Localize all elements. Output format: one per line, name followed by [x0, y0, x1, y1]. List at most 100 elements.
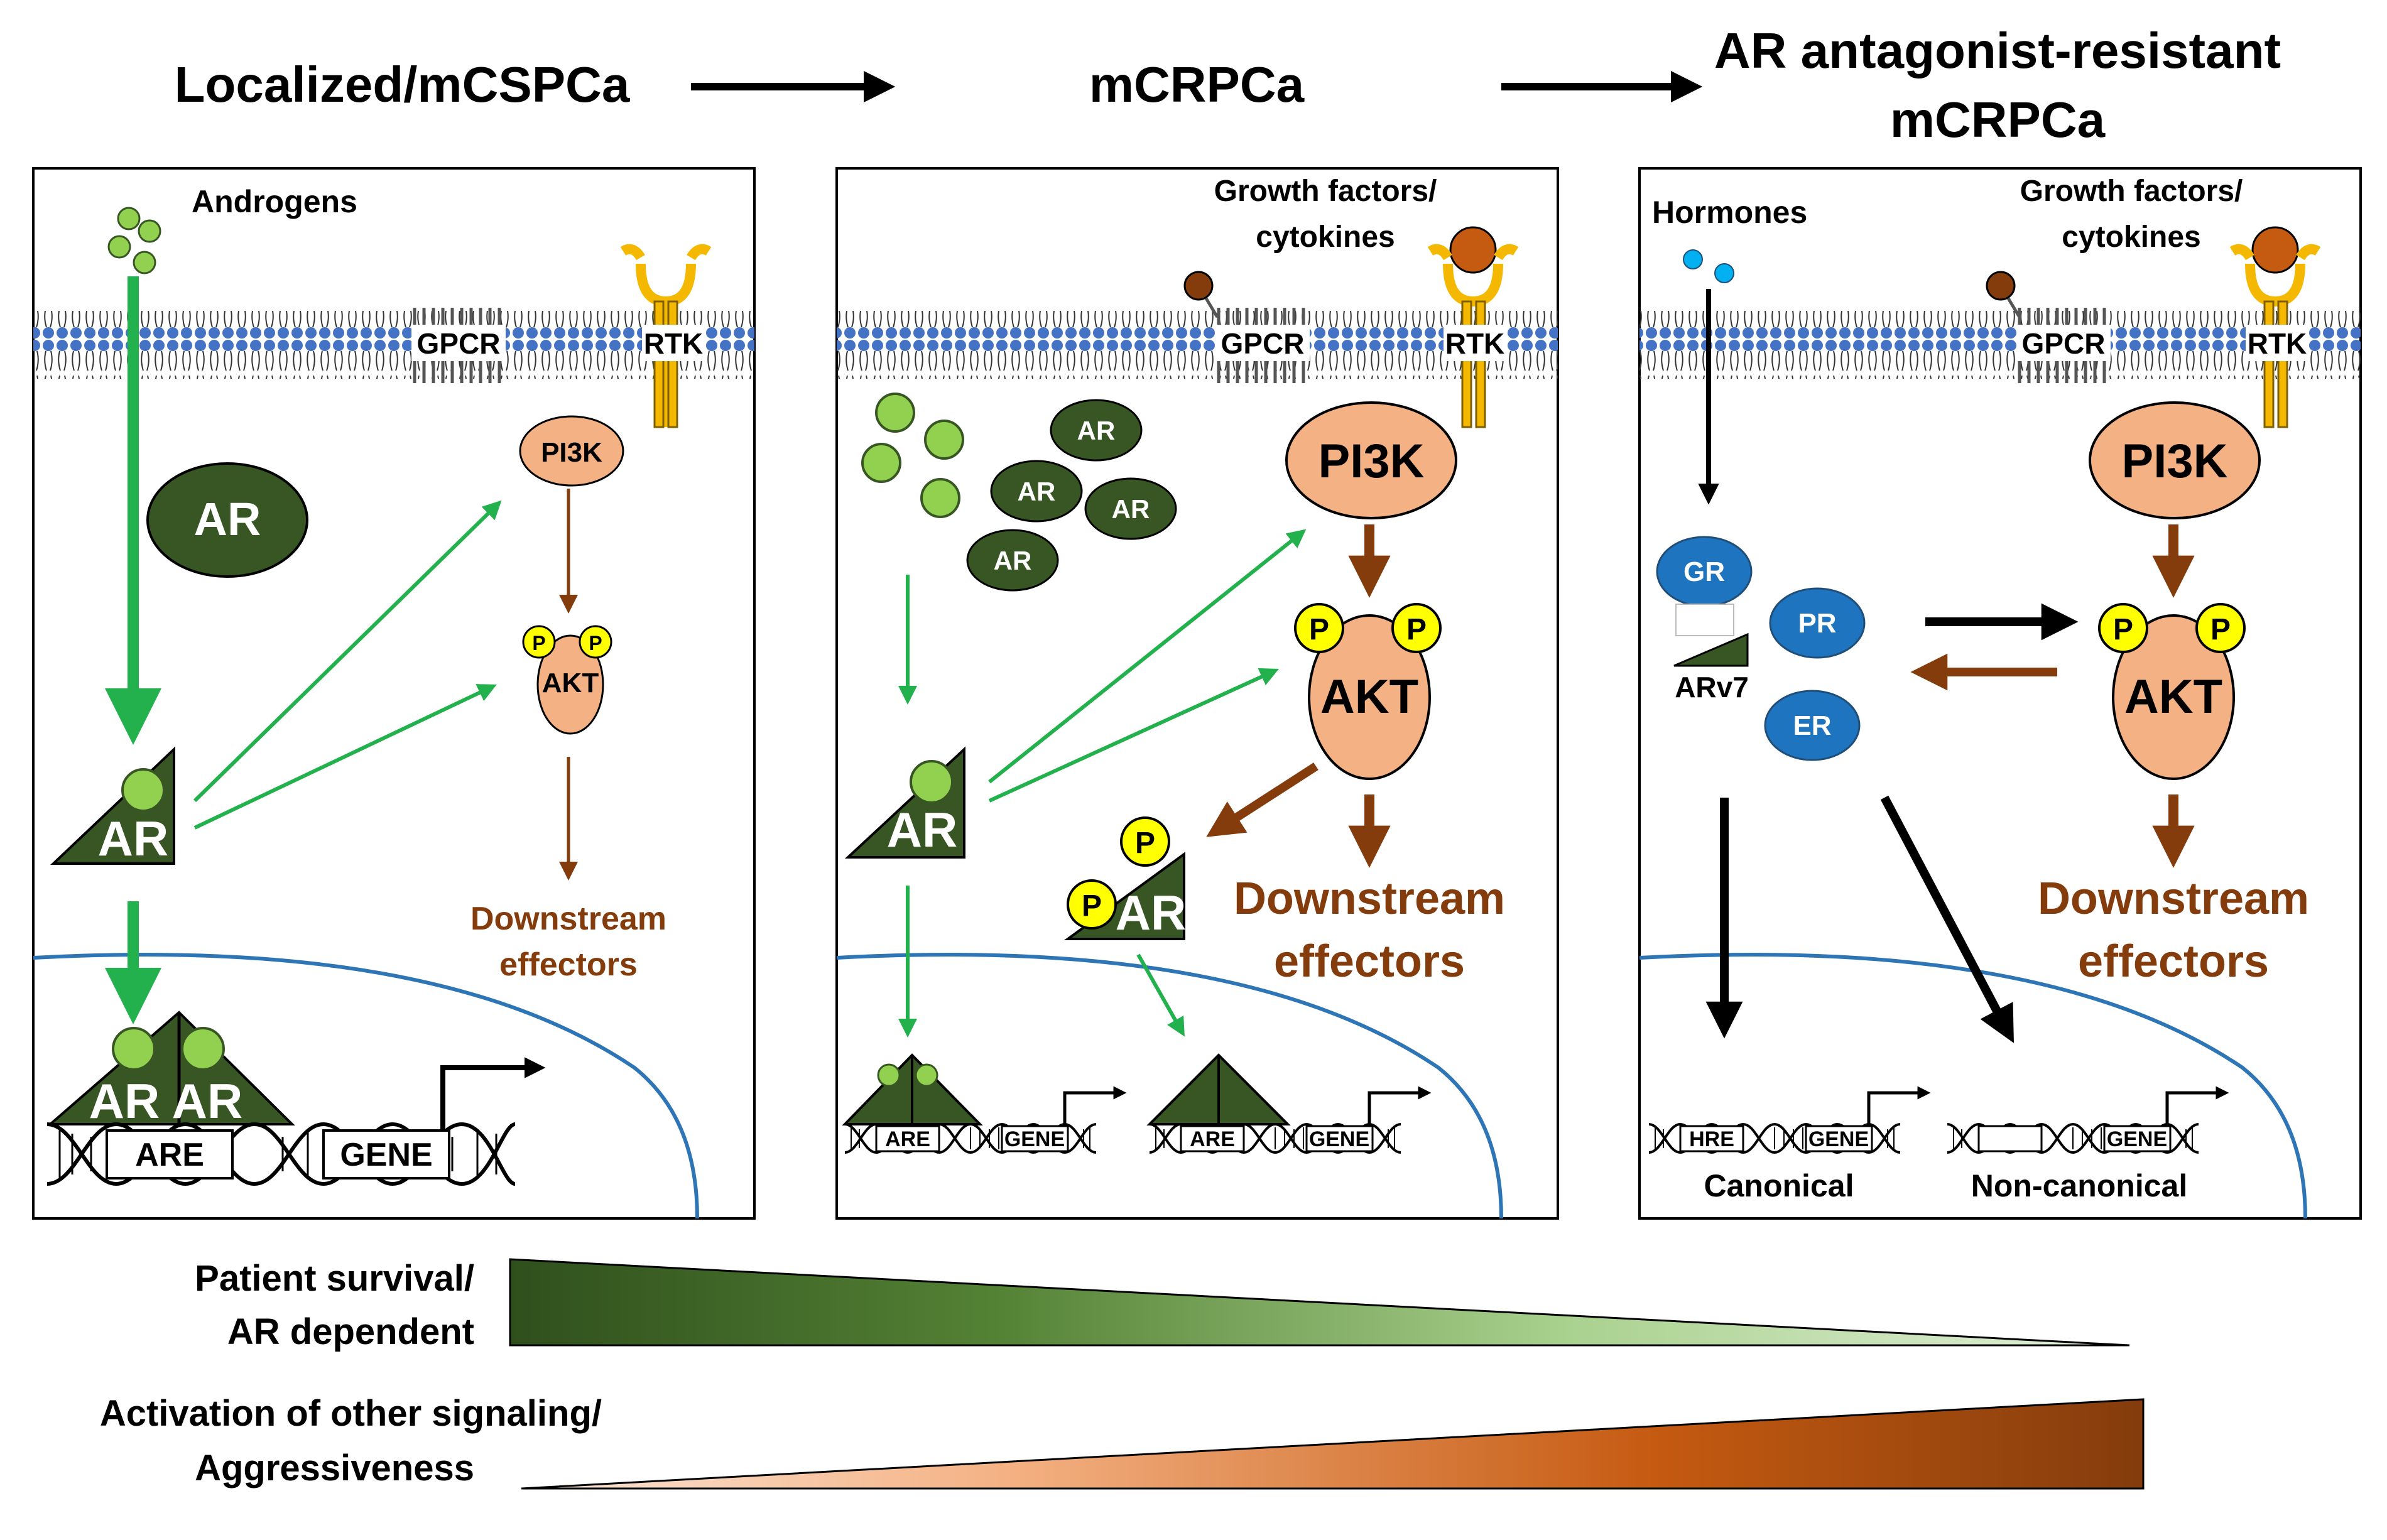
gene-label: GENE	[2107, 1127, 2167, 1151]
gene-element	[2103, 1125, 2172, 1152]
gpcr-label: GPCR	[1221, 327, 1305, 360]
phospho-site	[2098, 603, 2148, 653]
nucleus-envelope	[837, 953, 1503, 1218]
survival-label-2: AR dependent	[227, 1311, 474, 1352]
downstream-label-2: effectors	[2078, 936, 2269, 987]
transcription-start-arrow	[1867, 1086, 1931, 1126]
canonical-label: Canonical	[1704, 1168, 1854, 1203]
phospho-site	[1120, 816, 1170, 867]
gpcr-receptor: GPCR	[1215, 308, 1310, 383]
are-label: ARE	[1190, 1127, 1235, 1151]
ar-cluster-label: AR	[1112, 494, 1150, 524]
growth-factors-label-2: cytokines	[1256, 220, 1395, 254]
akt-label: AKT	[2124, 670, 2222, 724]
phospho-label: P	[1135, 827, 1155, 860]
gpcr-ligand	[1183, 271, 1214, 301]
ar-dimer-label-left: AR	[89, 1073, 160, 1129]
phospho-label: P	[2210, 613, 2231, 646]
bound-androgen	[181, 1027, 225, 1071]
bound-androgen	[910, 760, 954, 804]
akt-label: AKT	[1320, 670, 1418, 724]
arv7-variant	[1673, 632, 1749, 667]
er-label: ER	[1793, 710, 1831, 741]
stage-title-mcrpca: mCRPCa	[1089, 57, 1305, 112]
stage-title-localized: Localized/mCSPCa	[175, 57, 630, 112]
transcription-start-arrow	[440, 1057, 546, 1131]
phospho-site	[579, 625, 612, 659]
er-receptor	[1764, 690, 1861, 761]
survival-label-1: Patient survival/	[195, 1258, 474, 1299]
bound-androgen	[112, 1027, 156, 1071]
rtk-label: RTK	[2248, 327, 2307, 360]
panel-localized: Androgens GPCR RTK AR PI3K P P AKT	[32, 167, 756, 1220]
noncanonical-arrow	[1880, 795, 2014, 1043]
gene-element	[1305, 1125, 1374, 1152]
gene-element	[1001, 1125, 1069, 1152]
bound-androgen	[121, 768, 165, 812]
pi3k-label: PI3K	[2122, 435, 2228, 488]
phospho-label: P	[589, 632, 602, 654]
ar-to-akt-arrow	[193, 684, 497, 830]
rtk-receptor: RTK	[1427, 244, 1519, 428]
ar-dimer-label-right: AR	[172, 1073, 243, 1129]
stage-title-resistant-line1: AR antagonist-resistant	[1714, 23, 2281, 79]
pi3k-label: PI3K	[1319, 435, 1425, 488]
arv7-label: ARv7	[1675, 671, 1749, 703]
rtk-receptor: RTK	[620, 244, 712, 428]
cell-membrane	[1639, 311, 2361, 379]
panel-ar-antagonist-resistant: Hormones Growth factors/ cytokines GPCR …	[1638, 167, 2362, 1220]
rtk-label: RTK	[644, 327, 704, 360]
phospho-label: P	[1082, 889, 1102, 923]
cell-membrane	[837, 311, 1558, 379]
phospho-site	[2195, 603, 2246, 653]
are-element	[1180, 1125, 1245, 1152]
phospho-label: P	[1309, 613, 1329, 646]
akt-label: AKT	[542, 668, 599, 698]
pi3k-node	[2089, 401, 2261, 519]
gpcr-label: GPCR	[2022, 327, 2106, 360]
are-label: ARE	[885, 1127, 930, 1151]
gene-label: GENE	[1309, 1127, 1369, 1151]
hormones-label: Hormones	[1652, 195, 1807, 230]
ar-cluster-label: AR	[994, 546, 1032, 575]
ar-to-pi3k-arrow	[193, 500, 502, 803]
hormone-ligands	[1683, 249, 1734, 283]
are-element	[106, 1129, 234, 1179]
phospho-label: P	[532, 632, 545, 654]
hre-label: HRE	[1689, 1127, 1734, 1151]
ar-bound-label: AR	[98, 811, 169, 866]
phospho-site	[522, 625, 556, 659]
rtk-receptor: RTK	[2229, 244, 2321, 428]
ar-to-akt-arrow	[988, 668, 1279, 803]
ar-bound-label: AR	[887, 802, 958, 857]
androgen-ligands	[861, 393, 964, 518]
gene-element	[322, 1129, 450, 1179]
nucleus-envelope	[1639, 953, 2307, 1218]
ar-phospho-label: AR	[1116, 885, 1187, 940]
akt-node	[536, 634, 604, 735]
pr-label: PR	[1798, 608, 1836, 639]
gpcr-ligand-stalk	[1204, 297, 1219, 318]
downstream-label-2: effectors	[499, 946, 638, 983]
pi3k-node	[1285, 401, 1457, 519]
cell-membrane	[33, 311, 754, 379]
noncanonical-label: Non-canonical	[1971, 1168, 2187, 1203]
gpcr-label: GPCR	[417, 327, 501, 360]
activation-label-1: Activation of other signaling/	[100, 1393, 602, 1434]
androgen-ligands	[107, 207, 161, 274]
ar-dimer	[46, 1011, 295, 1125]
hre-element	[1679, 1125, 1744, 1152]
rtk-label: RTK	[1445, 327, 1505, 360]
noncanonical-element	[1977, 1125, 2043, 1152]
phospho-site	[1294, 603, 1344, 653]
ar-unbound-label: AR	[194, 493, 261, 545]
pr-receptor	[1769, 587, 1866, 659]
panel-mcrpca: Growth factors/ cytokines GPCR RTK	[835, 167, 1559, 1220]
transcription-start-arrow	[1367, 1086, 1432, 1126]
growth-factors-label-1: Growth factors/	[2020, 175, 2243, 208]
gpcr-ligand	[1986, 271, 2016, 301]
survival-gradient: Patient survival/ AR dependent	[195, 1258, 2130, 1352]
pi3k-label: PI3K	[541, 437, 602, 468]
downstream-label-1: Downstream	[2038, 874, 2309, 924]
